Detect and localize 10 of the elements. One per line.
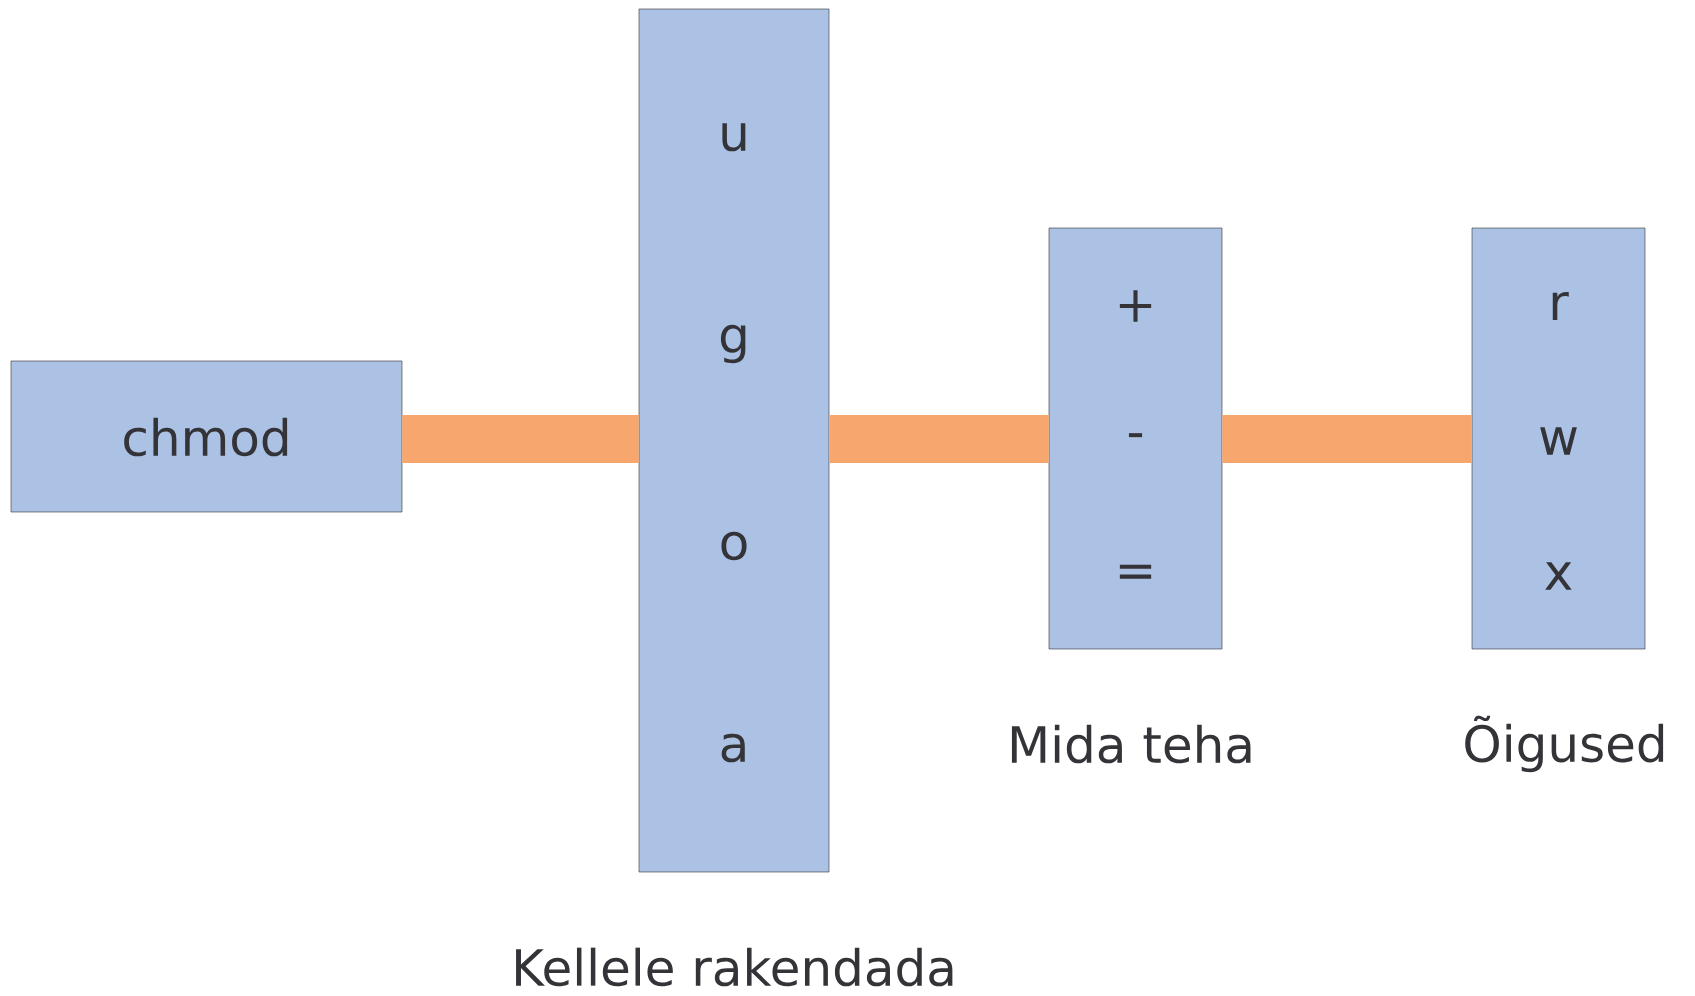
connector-bar	[829, 415, 1049, 463]
node-label: Õigused	[1465, 715, 1664, 773]
connector-bar	[402, 415, 639, 463]
connector-bar	[1222, 415, 1472, 463]
option-box: r w x	[1471, 227, 1646, 650]
node-label: Kellele rakendada	[516, 947, 953, 987]
option-box: chmod	[10, 360, 403, 513]
node-label: Mida teha	[1011, 724, 1251, 764]
option-box: u g o a	[638, 8, 830, 873]
option-box: + - =	[1048, 227, 1223, 650]
